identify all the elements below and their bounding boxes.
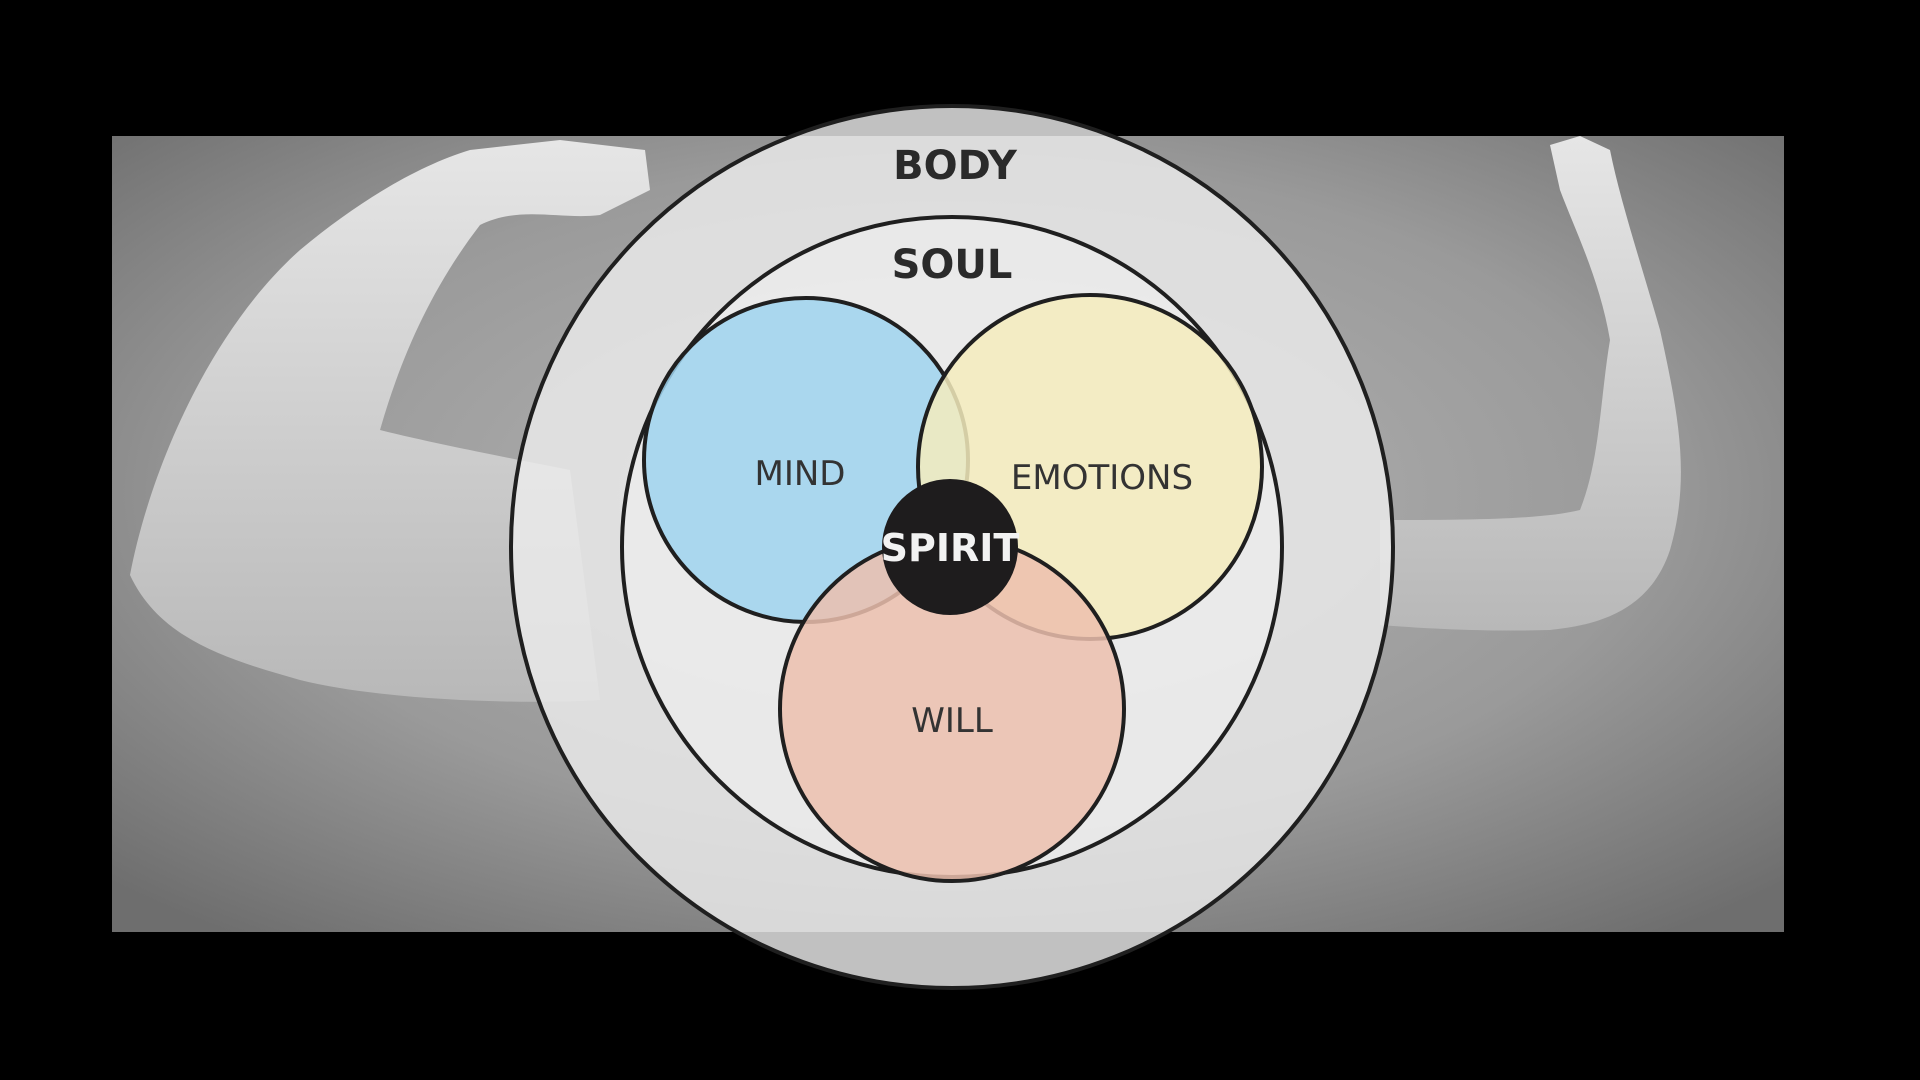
emotions-label: EMOTIONS <box>1011 458 1193 498</box>
body-label: BODY <box>893 143 1018 189</box>
spirit-circle <box>882 479 1018 615</box>
will-label: WILL <box>911 701 993 741</box>
spirit-label: SPIRIT <box>881 526 1020 570</box>
mind-label: MIND <box>755 454 846 494</box>
right-arm-shape <box>1380 136 1681 631</box>
soul-label: SOUL <box>892 242 1013 288</box>
